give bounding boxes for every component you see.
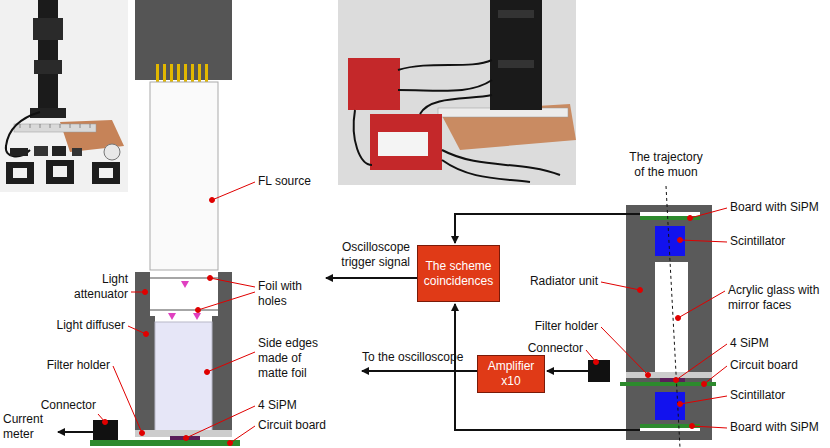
part-label: Board with SiPM	[730, 200, 825, 215]
part-label: Board with SiPM	[730, 420, 825, 435]
part-label: Filter holder	[508, 319, 598, 334]
part-label: Circuit board	[258, 418, 358, 433]
part-label: Light diffuser	[25, 318, 125, 333]
muon-schematic	[588, 186, 716, 448]
part-label: Scintillator	[730, 234, 825, 249]
part-label: FL source	[258, 174, 338, 189]
signal-label: To the oscilloscope	[362, 350, 474, 365]
part-label: Scintillator	[730, 388, 825, 403]
box-text: The scheme coincidences	[421, 259, 496, 289]
signal-label: Oscilloscope trigger signal	[322, 240, 410, 270]
part-label: Side edges made of matte foil	[258, 336, 328, 381]
part-label: Acrylic glass with mirror faces	[728, 283, 826, 313]
signal-label: Current meter	[3, 412, 53, 442]
part-label: Foil with holes	[258, 279, 320, 309]
part-label: Connector	[11, 398, 96, 413]
part-label: Connector	[503, 341, 583, 356]
fl-source-schematic	[58, 0, 240, 446]
leader-lines	[98, 182, 727, 446]
trajectory-label: The trajectory of the muon	[624, 150, 708, 180]
part-label: 4 SiPM	[730, 336, 820, 351]
amplifier-box: Amplifier x10	[477, 355, 545, 393]
part-label: Light attenuator	[58, 272, 128, 302]
photo-middle	[338, 0, 576, 185]
part-label: Filter holder	[15, 358, 110, 373]
part-label: Circuit board	[730, 358, 825, 373]
photo-left	[0, 0, 128, 192]
box-text: Amplifier x10	[481, 359, 541, 389]
part-label: Radiator unit	[508, 274, 598, 289]
logic-box: The scheme coincidences	[417, 245, 500, 302]
part-label: 4 SiPM	[258, 398, 328, 413]
